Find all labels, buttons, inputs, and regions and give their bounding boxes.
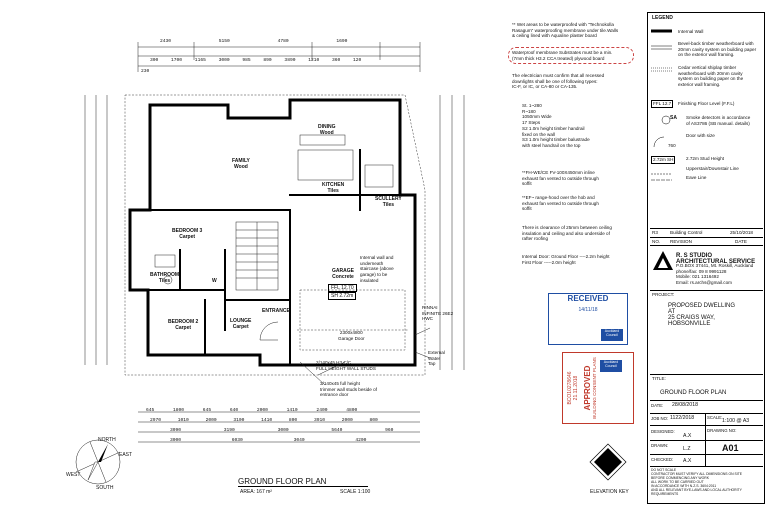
room-bedroom3: BEDROOM 3 Carpet xyxy=(172,228,203,240)
note-trimmer: 3/140x45 full height trimmer wall studs … xyxy=(320,381,377,398)
bottom-dims-row4: 3000 6030 3040 4200 xyxy=(170,438,367,443)
room-family: FAMILY Wood xyxy=(232,158,250,170)
legend-title: LEGEND xyxy=(652,15,673,21)
note-lintel: 2/140x45 H3 C/C FULL HEIGHT WALL STUDS xyxy=(316,360,376,371)
legend-item-cedar: Cedar vertical shiplap timber weatherboa… xyxy=(678,65,744,88)
legend-sh-sample: 2.72m SH xyxy=(651,156,676,164)
room-w: W xyxy=(212,278,217,284)
ffl-tag: FFL 12.70 xyxy=(328,284,357,292)
note-clearance: There is clearance of 25mm between ceili… xyxy=(522,225,612,242)
project-address: PROPOSED DWELLING AT 25 CRAIGS WAY, HOBS… xyxy=(668,303,736,327)
scale-value: 1:100 @ A3 xyxy=(722,418,750,424)
garage-door-label: 2300x4800 Garage Door xyxy=(338,330,365,341)
firm-address: P.O.BOX 37441, Mt. Roskill, Auckland pho… xyxy=(676,263,754,286)
received-date: 14/11/18 xyxy=(578,307,598,313)
firm-logo-icon xyxy=(653,251,673,270)
note-internal-door: Internal Door: Ground Floor ----2.2m hei… xyxy=(522,254,610,265)
drawn-label: DRAWN: xyxy=(651,443,669,448)
legend-ffl-sample: FFL 12.7 xyxy=(651,100,674,108)
date-label: DATE: xyxy=(651,403,664,408)
room-bathroom: BATHROOM Tiles xyxy=(150,272,180,284)
room-entrance: ENTRANCE xyxy=(262,308,290,314)
project-label: PROJECT: xyxy=(652,292,675,297)
council-logo-approved: Auckland Council xyxy=(600,360,622,372)
legend-symbols xyxy=(651,29,672,181)
date-value: 28/08/2018 xyxy=(672,402,698,408)
legend-item-stud: 2.72m Stud Height xyxy=(686,156,725,161)
checked-value: A.X xyxy=(683,458,692,464)
title-block-frame xyxy=(647,12,765,504)
top-dims-row2: 300 1700 1165 3000 985 890 3890 1210 360… xyxy=(150,58,362,63)
note-exhaust: **FH-WE/CE FV-100X450mm inline exhaust f… xyxy=(522,170,599,187)
job-label: JOB NO: xyxy=(651,416,669,421)
room-dining: DINING Wood xyxy=(318,124,336,136)
note-membrane: Waterproof membrane Substrates must be a… xyxy=(508,47,634,65)
bottom-dims-row1: 645 1800 645 640 2000 1410 2400 4800 xyxy=(146,408,358,413)
compass-west: WEST xyxy=(66,472,81,478)
room-lounge: LOUNGE Carpet xyxy=(230,318,252,330)
legend-item-eave: Eave Line xyxy=(686,175,707,180)
received-title: RECEIVED xyxy=(567,294,609,303)
plan-area: AREA: 167 m² xyxy=(240,489,272,495)
approved-sub: BUILDING CONSENT PLANS xyxy=(592,357,597,419)
approved-date: 21.11.2018 xyxy=(573,375,579,401)
compass-south: SOUTH xyxy=(96,485,114,491)
compass-rose xyxy=(75,439,121,485)
rev-date: 25/10/2018 xyxy=(730,230,753,235)
top-dims-230: 230 xyxy=(141,69,150,74)
note-rinnai: RINNAI INFINITE 26E2 HWC xyxy=(422,305,454,322)
note-waterproofing: ** Wet areas to be waterproofed with "Te… xyxy=(512,22,619,39)
received-stamp: RECEIVED 14/11/18 Auckland Council xyxy=(548,293,628,345)
plan-title-block: GROUND FLOOR PLAN xyxy=(238,477,368,487)
designed-value: A.X xyxy=(683,433,692,439)
rev-no: R3 xyxy=(652,230,658,235)
drawn-value: L.Z xyxy=(683,446,691,452)
plan-title: GROUND FLOOR PLAN xyxy=(238,477,327,486)
title-label: TITLE: xyxy=(652,376,666,381)
legend-door-sample: 760 xyxy=(668,143,676,148)
drawing-no-value: A01 xyxy=(722,443,739,453)
disclaimer: DO NOT SCALE CONTRACTOR MUST VERIFY ALL … xyxy=(651,468,743,497)
rev-header-date: DATE xyxy=(735,239,747,244)
bottom-dims-row2: 2970 1010 2000 3100 1410 800 3910 2000 8… xyxy=(150,418,378,423)
approved-stamp: BCO10278646 21.11.2018 APPROVED BUILDING… xyxy=(562,352,634,424)
legend-item-ffl: Finishing Floor Level (F.F.L) xyxy=(678,101,735,106)
room-garage: GARAGE Concrete xyxy=(332,268,354,280)
elevation-key-symbol xyxy=(589,443,627,481)
compass-north: NORTH xyxy=(98,437,116,443)
bottom-dims-row3: 3090 3190 3000 5640 960 xyxy=(170,428,394,433)
note-internal-wall: Internal wall and underneath staircase (… xyxy=(360,255,394,283)
title-value: GROUND FLOOR PLAN xyxy=(660,390,727,396)
legend-item-door: Door with size xyxy=(686,133,715,138)
rev-header-no: NO. xyxy=(652,239,661,244)
legend-item-stair-line: Upperstair/Downstair Line xyxy=(686,166,739,171)
legend-item-internal-wall: Internal Wall xyxy=(678,29,704,34)
room-bedroom2: BEDROOM 2 Carpet xyxy=(168,319,199,331)
legend-item-bevel-back: Bevel-back timber weatherboard with 20mm… xyxy=(678,41,757,58)
scale-label: SCALE: xyxy=(707,415,723,420)
note-electrician: The electrician must confirm that all re… xyxy=(512,73,605,90)
top-dims-row1: 2430 5150 4780 1690 xyxy=(160,39,348,44)
checked-label: CHECKED: xyxy=(651,457,674,462)
council-logo-small: Auckland Council xyxy=(601,329,623,341)
compass-east: EAST xyxy=(119,452,133,458)
note-water-tap: External Water Tap xyxy=(428,350,445,367)
legend-item-smoke: Smoke detectors in accordance of AS3786 … xyxy=(686,115,751,126)
firm-name: R. S STUDIO ARCHITECTURAL SERVICE xyxy=(676,253,756,265)
room-kitchen: KITCHEN Tiles xyxy=(322,182,345,194)
approved-word: APPROVED xyxy=(583,365,592,411)
sh-tag: SH 2.72m xyxy=(328,292,357,300)
plan-scale: SCALE 1:100 xyxy=(340,489,371,495)
note-stairs: St. 1~280 R~180 1050mm Wide 17 Steps S2 … xyxy=(522,103,590,149)
rev-desc: Building Control xyxy=(670,230,703,235)
job-value: 1122/2018 xyxy=(670,415,695,421)
elevation-key-label: ELEVATION KEY xyxy=(590,489,629,495)
drawing-no-label: DRAWING NO: xyxy=(707,428,737,433)
legend-sa-sample: SA xyxy=(670,115,677,121)
designed-label: DESIGNED: xyxy=(651,429,675,434)
note-rangehood: **EF~ range-hood over the hob and exhaus… xyxy=(522,195,599,212)
rev-header-revision: REVISION xyxy=(670,239,692,244)
room-scullery: SCULLERY Tiles xyxy=(375,196,402,208)
